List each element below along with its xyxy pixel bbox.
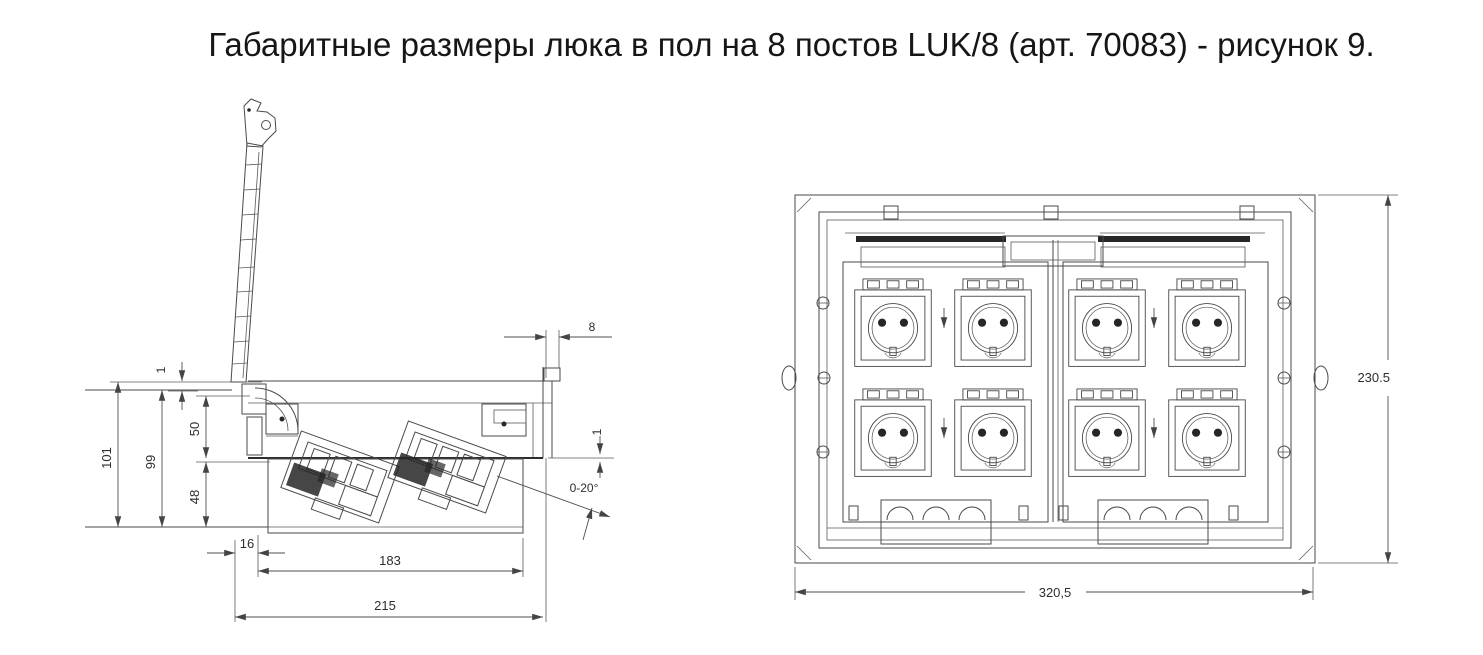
lower-box [267,458,524,534]
dim-total-height: 101 [99,447,114,469]
dim-inner-width: 183 [379,553,401,568]
side-view-dimensions: 101 99 50 48 1 [99,320,614,622]
module-frame-left [842,261,1049,523]
dim-upper-depth: 50 [187,422,202,436]
tilted-socket-module [276,430,400,533]
cable-exit-brackets [827,499,1283,545]
power-socket-icon [954,388,1032,477]
lid-hinge-band [845,205,1265,268]
latch-bracket-left [265,403,299,437]
dim-tilt-angle: 0-20° [570,481,599,495]
dim-cover-thickness: 8 [589,320,596,334]
lid-latch [243,98,277,148]
side-view-drawing: 101 99 50 48 1 [85,98,614,622]
dim-lower-depth: 48 [187,490,202,504]
module-frame-right [1062,261,1269,523]
side-clips [781,365,1329,391]
inner-frame [818,211,1292,549]
power-socket-icon [1168,278,1246,367]
figure-title: Габаритные размеры люка в пол на 8 посто… [208,26,1375,63]
dim-box-height: 99 [143,455,158,469]
lid-hinge [241,383,299,456]
dim-floor-lip: 1 [590,428,604,435]
power-socket-icon [1068,388,1146,477]
open-lid [230,98,277,383]
top-view-dimensions: 230.5 320,5 [794,194,1398,600]
dim-edge-offset: 16 [240,536,254,551]
outer-frame [794,194,1316,564]
frame-screws [816,296,1291,459]
power-socket-icon [854,388,932,477]
power-socket-icon [854,278,932,367]
orientation-arrows [940,308,1158,438]
power-socket-icon [954,278,1032,367]
latch-bracket-right [481,403,527,437]
dim-outer-width: 215 [374,598,396,613]
power-socket-icon [1168,388,1246,477]
dim-top-view-width: 320,5 [1039,585,1072,600]
dim-top-view-height: 230.5 [1357,370,1390,385]
box-rim [248,367,561,458]
dim-lid-lip: 1 [154,366,168,373]
top-view-drawing: 230.5 320,5 [781,194,1398,600]
power-socket-icon [1068,278,1146,367]
